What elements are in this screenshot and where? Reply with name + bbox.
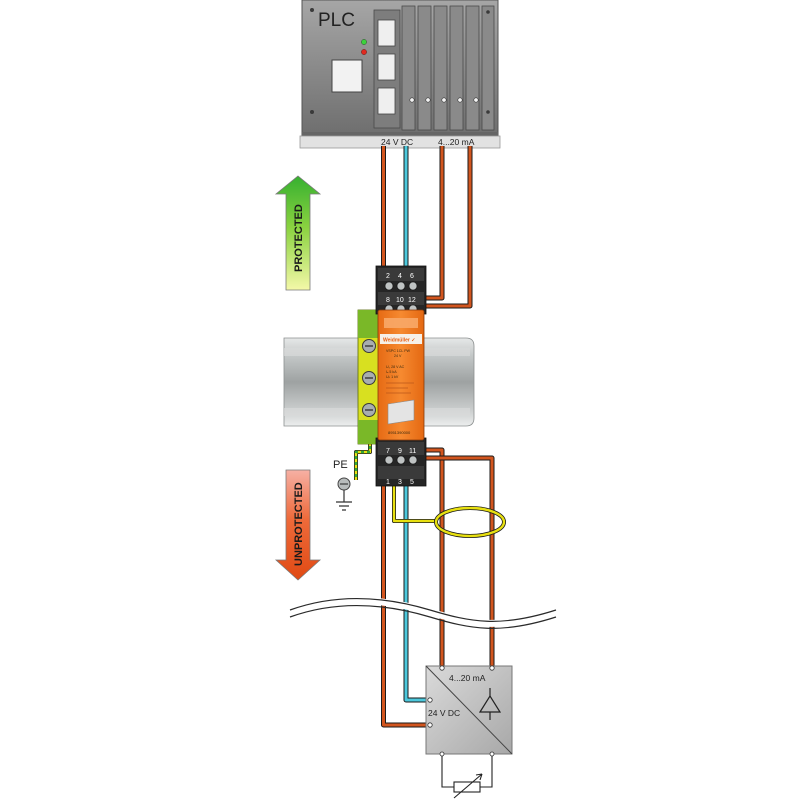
variable-resistor-sensor bbox=[441, 756, 493, 799]
terminal-label-1: 1 bbox=[386, 479, 390, 486]
plc-display-window bbox=[331, 59, 363, 93]
earth-foot-top bbox=[358, 310, 380, 338]
field-transmitter: 4...20 mA 24 V DC bbox=[425, 665, 513, 757]
module-text-4: Uₚ 1 kV bbox=[386, 375, 399, 379]
terminal-label-2: 2 bbox=[386, 273, 390, 280]
wire-field-signal-b-outline bbox=[416, 455, 495, 668]
module-text-3: Iₙ 5 kA bbox=[386, 370, 397, 374]
shield-ring bbox=[434, 506, 506, 538]
ground-symbol-icon bbox=[336, 490, 352, 511]
plc-title: PLC bbox=[318, 10, 355, 31]
terminal-label-8: 8 bbox=[386, 297, 390, 304]
terminal-screw-11 bbox=[408, 455, 418, 465]
terminal-block-top: 2 4 6 8 10 12 bbox=[375, 265, 427, 315]
plc-signal-label: 4...20 mA bbox=[438, 137, 475, 147]
module-window bbox=[387, 399, 415, 425]
transmitter-signal-label: 4...20 mA bbox=[449, 673, 486, 683]
terminal-label-6: 6 bbox=[410, 273, 414, 280]
terminal-screw-7 bbox=[384, 455, 394, 465]
terminal-screw-2 bbox=[384, 281, 394, 291]
module-text-1: 24 V bbox=[394, 354, 402, 358]
pe-label: PE bbox=[333, 459, 348, 471]
earth-foot-bottom bbox=[358, 420, 380, 444]
protected-zone-label: PROTECTED bbox=[293, 204, 305, 272]
wire-earth-outline bbox=[354, 440, 372, 480]
wiring bbox=[354, 146, 506, 728]
wire-earth bbox=[354, 440, 372, 480]
module-brand-label-bg bbox=[380, 334, 422, 344]
plc-bottom-edge bbox=[302, 132, 498, 136]
module-brand: Weidmüller ✓ bbox=[383, 338, 415, 344]
protected-arrow: PROTECTED bbox=[274, 175, 322, 291]
terminal-block-bottom: 7 9 11 1 3 5 bbox=[375, 437, 427, 487]
plc-terminal-strip bbox=[299, 135, 501, 149]
transmitter-supply-label: 24 V DC bbox=[428, 708, 460, 718]
terminal-label-7: 7 bbox=[386, 448, 390, 455]
terminal-label-12: 12 bbox=[408, 297, 416, 304]
plc-io-slots bbox=[373, 5, 495, 131]
terminal-label-9: 9 bbox=[398, 448, 402, 455]
amplifier-icon bbox=[478, 688, 502, 720]
terminal-screw-4 bbox=[396, 281, 406, 291]
earth-foot bbox=[357, 309, 381, 445]
module-top-latch bbox=[384, 318, 418, 328]
variable-arrow-icon bbox=[453, 773, 483, 799]
terminal-screw-6 bbox=[408, 281, 418, 291]
wire-shield bbox=[392, 478, 436, 523]
transmitter-diagonal bbox=[425, 665, 513, 755]
break-line-lower bbox=[289, 605, 557, 629]
module-text-2: U₀ 28 V AC bbox=[386, 365, 405, 369]
terminal-screw-9 bbox=[396, 455, 406, 465]
wire-field-return bbox=[404, 478, 430, 702]
plc-screw-tl bbox=[310, 8, 314, 12]
plc-led-red bbox=[361, 49, 367, 55]
unprotected-zone-label: UNPROTECTED bbox=[293, 482, 305, 566]
unprotected-arrow-shape bbox=[274, 469, 322, 581]
terminal-label-4: 4 bbox=[398, 273, 402, 280]
pe-connection: PE bbox=[333, 459, 352, 511]
distance-break bbox=[288, 596, 558, 629]
plc-cabinet: PLC 24 V DC 4...20 mA bbox=[299, 0, 501, 149]
module-text-0: VSPC 1CL PW bbox=[386, 349, 411, 353]
terminal-label-10: 10 bbox=[396, 297, 404, 304]
wire-earth-stripe bbox=[354, 440, 372, 480]
wire-field-signal-b bbox=[416, 456, 494, 668]
plc-screw-bl bbox=[310, 110, 314, 114]
terminal-label-3: 3 bbox=[398, 479, 402, 486]
surge-protection-module: Weidmüller ✓ VSPC 1CL PW 24 V U₀ 28 V AC… bbox=[377, 309, 425, 441]
unprotected-arrow: UNPROTECTED bbox=[274, 469, 322, 581]
terminal-label-11: 11 bbox=[409, 448, 416, 455]
protected-arrow-shape bbox=[274, 175, 322, 291]
break-line-upper bbox=[289, 598, 557, 622]
plc-supply-label: 24 V DC bbox=[381, 137, 413, 147]
module-part-number: 8951390000 bbox=[388, 430, 411, 435]
wire-field-supply bbox=[382, 478, 430, 727]
break-mask bbox=[288, 596, 558, 627]
terminal-label-5: 5 bbox=[410, 479, 414, 486]
plc-led-green bbox=[361, 39, 367, 45]
